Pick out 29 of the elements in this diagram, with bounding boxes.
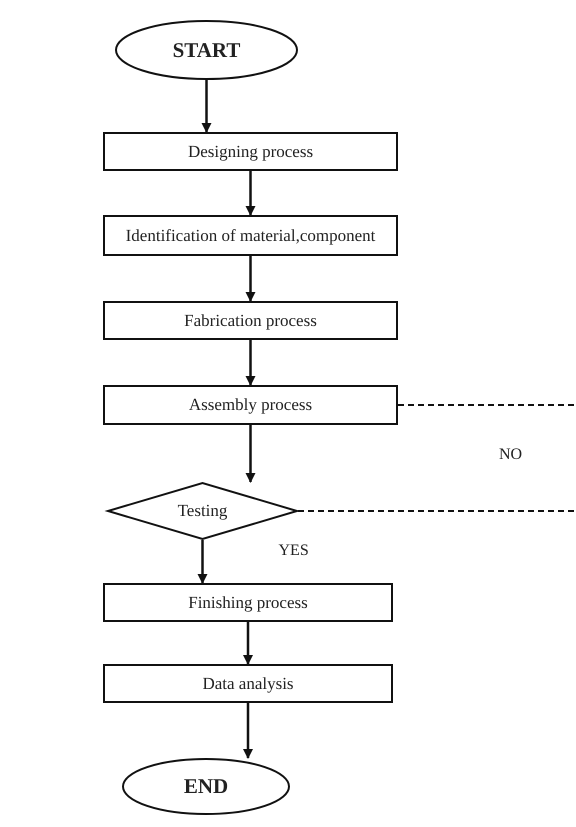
step-label: Data analysis <box>202 674 294 694</box>
arrow <box>246 171 256 216</box>
process-box <box>103 664 393 703</box>
terminal-ellipse <box>115 20 298 80</box>
arrow <box>246 256 256 302</box>
arrow <box>243 622 253 665</box>
step-label: Testing <box>178 501 228 521</box>
step-label: Identification of material,component <box>126 226 376 246</box>
decision-diamond <box>107 482 298 540</box>
process-box <box>103 301 398 340</box>
step-label: Designing process <box>188 142 314 162</box>
arrow <box>246 340 256 386</box>
branch-label: NO <box>499 446 522 464</box>
arrow <box>202 80 212 133</box>
arrow <box>243 703 253 759</box>
arrow <box>246 425 256 483</box>
dashed-connector <box>298 510 576 512</box>
process-box <box>103 385 398 425</box>
terminal-label: START <box>172 38 240 62</box>
step-label: Assembly process <box>188 395 312 415</box>
terminal-label: END <box>184 774 228 799</box>
step-label: Fabrication process <box>184 310 317 330</box>
process-box <box>103 583 393 622</box>
dashed-connector <box>398 404 576 406</box>
step-label: Finishing process <box>188 592 308 612</box>
terminal-ellipse <box>122 758 290 815</box>
process-box <box>103 132 398 171</box>
arrow <box>198 540 208 584</box>
process-box <box>103 215 398 256</box>
